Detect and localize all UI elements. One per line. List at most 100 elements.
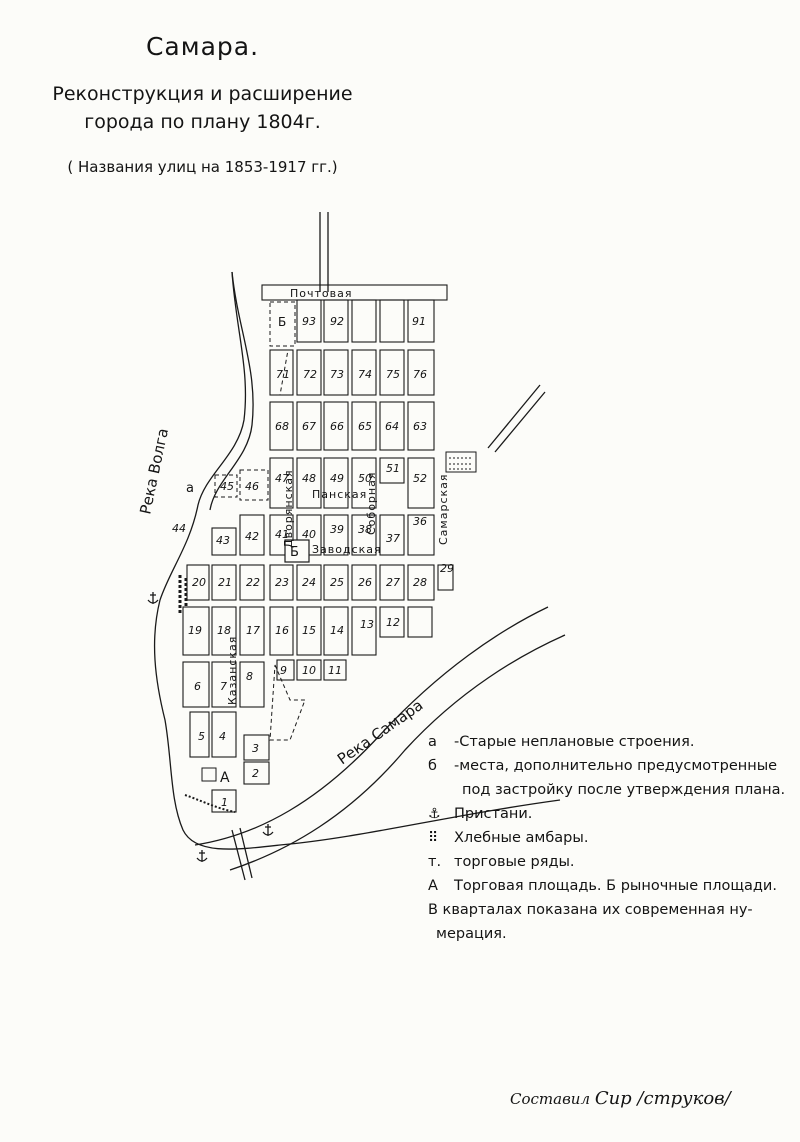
volga-bank-line [153,271,561,850]
block-number: 45 [220,480,234,493]
block-number: 68 [275,420,289,433]
block-number: 36 [413,515,427,528]
anchor-icon [262,824,274,836]
block-number: 9 [280,664,287,677]
block-number: 1 [221,796,228,809]
legend-text: -Старые неплановые строения. [454,734,695,750]
samara-bank-north [194,606,549,846]
street-kazanskaya: Казанская [226,636,239,705]
legend-item: мерация. [428,922,785,946]
legend-item: В кварталах показана их современная ну- [428,898,785,922]
block-number: 47 [275,472,289,485]
ne-road-2 [494,391,546,453]
block-number: 71 [276,368,290,381]
ne-road [487,384,541,449]
block-number: 28 [413,576,427,589]
block-number: 91 [412,315,426,328]
volga-bank-inner [209,271,254,511]
marker-a: а [186,481,194,496]
block-number: 75 [386,368,400,381]
legend-text: под застройку после утверждения плана. [462,782,786,798]
bridge [231,829,246,881]
street-zavodskaya: Заводская [312,543,382,556]
legend-item: б -места, дополнительно предусмотренные [428,754,785,778]
block-number: 41 [275,528,289,541]
legend-key: а [428,734,437,750]
legend-text: В кварталах показана их современная ну- [428,902,753,918]
legend-key: б [428,758,437,774]
barns-icon: ⠿ [428,830,439,846]
block-number: 64 [385,420,399,433]
block-number: 72 [303,368,317,381]
block-number: 49 [330,472,344,485]
block-number: 66 [330,420,344,433]
legend-item: ⚓Пристани. [428,802,785,826]
marker-b-square: Б [290,545,299,560]
city-blocks [182,284,454,813]
block-number: 8 [246,670,253,683]
block-number: 48 [302,472,316,485]
block-number: 44 [172,522,186,535]
block-number: 3 [252,742,259,755]
map-subtitle: Реконструкция и расширение города по пла… [0,80,405,136]
legend-text: Торговая площадь. Б рыночные площади. [454,878,777,894]
block-number: 4 [219,730,226,743]
block-number: 23 [275,576,289,589]
planned-areas [214,301,306,741]
signature: Составил Сир /струков/ [510,1088,731,1109]
block-number: 13 [360,618,374,631]
block-number: 12 [386,616,400,629]
block-number: 73 [330,368,344,381]
marker-A-square: А [220,770,230,786]
block-number: 50 [358,472,372,485]
block-number: 38 [358,523,372,536]
map-labels: Почтовая Дворянская Панская Соборная Зав… [136,287,454,809]
block-number: 6 [194,680,201,693]
block-number: 67 [302,420,316,433]
block-number: 17 [246,624,260,637]
anchor-icon: ⚓ [428,806,441,822]
legend-item: т. торговые ряды. [428,850,785,874]
block-number: 46 [245,480,259,493]
legend-text: мерация. [436,926,507,942]
block-number: 42 [245,530,259,543]
legend-item: ⠿Хлебные амбары. [428,826,785,850]
map-legend: а -Старые неплановые строения. б -места, д… [428,730,785,946]
block-number: 63 [413,420,427,433]
block-number: 18 [217,624,231,637]
anchor-icon [147,592,159,604]
river-volga-label: Река Волга [136,427,172,516]
map-title: Самара. [145,32,260,61]
legend-text: -места, дополнительно предусмотренные [454,758,778,774]
legend-key: т. [428,854,442,870]
block-number: 29 [440,562,454,575]
block-number: Б [278,315,286,329]
block-number: 26 [358,576,372,589]
street-samarskaya: Самарская [437,474,450,546]
subtitle-line-1: Реконструкция и расширение [52,83,353,105]
legend-item: под застройку после утверждения плана. [428,778,785,802]
river-lines [153,212,566,881]
block-number: 7 [220,680,227,693]
street-names-note: ( Названия улиц на 1853-1917 гг.) [67,158,338,176]
legend-text: торговые ряды. [454,854,575,870]
signature-name: Сир /струков/ [594,1088,731,1109]
grid-middle [182,564,454,813]
block-number: 11 [328,664,342,677]
samara-bank-south [229,634,566,871]
block-number: 43 [216,534,230,547]
block-number: 14 [330,624,344,637]
block-number: 74 [358,368,372,381]
block-number: 37 [386,532,400,545]
block-number: 15 [302,624,316,637]
grid-north [211,299,435,556]
block-number: 40 [302,528,316,541]
markers [178,451,477,813]
block-number: 25 [330,576,344,589]
block-number: 51 [386,462,400,475]
subtitle-line-2: города по плану 1804г. [84,111,321,133]
block-number: 2 [252,767,259,780]
block-number: 27 [386,576,400,589]
